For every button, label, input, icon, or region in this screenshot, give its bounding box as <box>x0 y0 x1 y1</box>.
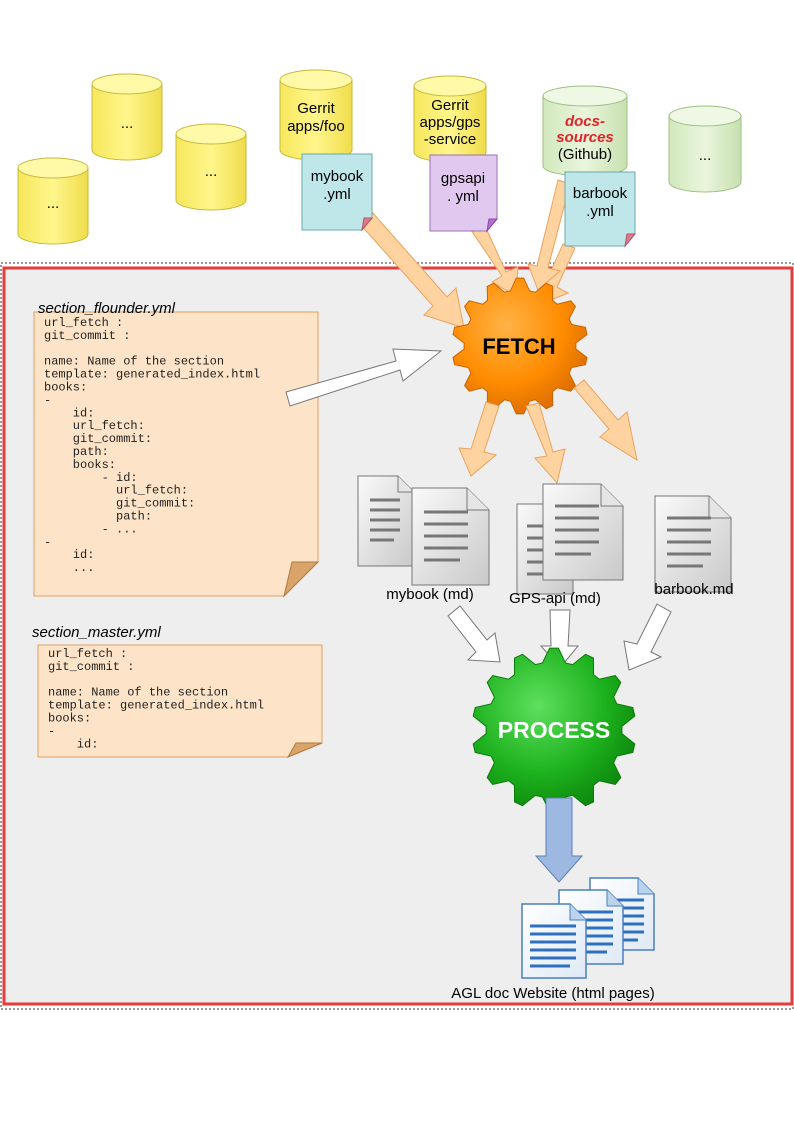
flounder-code-line: id: <box>44 406 94 420</box>
process-label: PROCESS <box>498 717 610 743</box>
config-flounder-code: url_fetch :git_commit : name: Name of th… <box>44 316 260 575</box>
repo-generic-2: ... <box>91 73 163 161</box>
repo-green-more: ... <box>668 105 742 193</box>
flounder-code-line: git_commit: <box>44 497 195 511</box>
yml-barbook-line2: .yml <box>586 203 614 220</box>
doc-gpsapi-label: GPS-api (md) <box>509 590 601 607</box>
repo-green-more-label: ... <box>699 147 712 164</box>
repo-generic-2-label: ... <box>121 115 134 132</box>
flounder-code-line: path: <box>44 510 152 524</box>
doc-mybook: mybook (md) <box>357 475 490 603</box>
process-to-output-arrow <box>534 797 584 883</box>
repo-gerrit-gps-line3: -service <box>424 131 477 148</box>
repo-generic-1-label: ... <box>47 195 60 212</box>
flounder-code-line: git_commit: <box>44 432 152 446</box>
config-flounder-title: section_flounder.yml <box>38 300 176 317</box>
master-code-line: git_commit : <box>48 660 134 674</box>
yml-mybook-line2: .yml <box>323 186 351 203</box>
flounder-code-line: url_fetch : <box>44 316 123 330</box>
master-code-line: - <box>48 724 55 738</box>
repo-gerrit-gps-line2: apps/gps <box>420 114 481 131</box>
yml-mybook: mybook .yml <box>301 153 374 232</box>
flounder-code-line: books: <box>44 458 116 472</box>
output-label: AGL doc Website (html pages) <box>451 985 654 1002</box>
fetch-label: FETCH <box>482 334 555 359</box>
flounder-code-line <box>44 342 51 356</box>
master-code-line: books: <box>48 712 91 726</box>
repo-generic-1: ... <box>17 157 89 245</box>
yml-mybook-line1: mybook <box>311 168 364 185</box>
flounder-code-line: - <box>44 535 51 549</box>
flounder-code-line: path: <box>44 445 109 459</box>
master-code-line: name: Name of the section <box>48 686 228 700</box>
config-to-fetch-arrow <box>285 348 443 407</box>
yml-gpsapi-line2: . yml <box>447 188 479 205</box>
config-master: section_master.yml url_fetch :git_commit… <box>32 624 323 759</box>
flounder-code-line: template: generated_index.html <box>44 368 260 382</box>
flounder-code-line: url_fetch: <box>44 484 188 498</box>
flounder-code-line: - ... <box>44 522 138 536</box>
doc-barbook: barbook.md <box>654 495 734 598</box>
repo-gerrit-gps: Gerrit apps/gps -service <box>413 75 487 163</box>
repo-docs-sources-line1: docs- <box>565 113 605 130</box>
yml-gpsapi-line1: gpsapi <box>441 170 485 187</box>
repo-generic-3: ... <box>175 123 247 211</box>
repo-docs-sources-line2: sources <box>556 129 614 146</box>
fetch-output-arrows <box>458 379 638 485</box>
flounder-code-line: url_fetch: <box>44 419 145 433</box>
repo-gerrit-gps-line1: Gerrit <box>431 97 469 114</box>
yml-barbook-line1: barbook <box>573 185 628 202</box>
fetch-gear: FETCH <box>452 277 588 415</box>
config-master-code: url_fetch :git_commit : name: Name of th… <box>48 647 264 751</box>
process-gear: PROCESS <box>472 647 636 813</box>
repo-generic-3-label: ... <box>205 163 218 180</box>
repo-gerrit-foo-line1: Gerrit <box>297 100 335 117</box>
doc-barbook-label: barbook.md <box>654 581 733 598</box>
yml-barbook: barbook .yml <box>564 171 637 248</box>
flounder-code-line: id: <box>44 548 94 562</box>
yml-gpsapi: gpsapi . yml <box>429 154 499 233</box>
doc-gpsapi: GPS-api (md) <box>509 483 624 607</box>
flounder-code-line: ... <box>44 561 94 575</box>
repo-docs-sources-line3: (Github) <box>558 146 612 163</box>
master-code-line: id: <box>48 737 98 751</box>
flounder-code-line: git_commit : <box>44 329 130 343</box>
master-code-line: template: generated_index.html <box>48 699 264 713</box>
master-code-line <box>48 673 55 687</box>
flounder-code-line: name: Name of the section <box>44 355 224 369</box>
doc-mybook-label: mybook (md) <box>386 586 474 603</box>
config-master-title: section_master.yml <box>32 624 161 641</box>
repo-docs-sources: docs- sources (Github) <box>542 85 628 177</box>
config-flounder: section_flounder.yml url_fetch :git_comm… <box>33 300 320 598</box>
repo-gerrit-foo: Gerrit apps/foo <box>279 69 353 161</box>
master-code-line: url_fetch : <box>48 647 127 661</box>
output-html-pages: AGL doc Website (html pages) <box>451 877 655 1002</box>
flounder-code-line: - id: <box>44 471 138 485</box>
repo-gerrit-foo-line2: apps/foo <box>287 118 345 135</box>
flounder-code-line: books: <box>44 381 87 395</box>
flounder-code-line: - <box>44 393 51 407</box>
